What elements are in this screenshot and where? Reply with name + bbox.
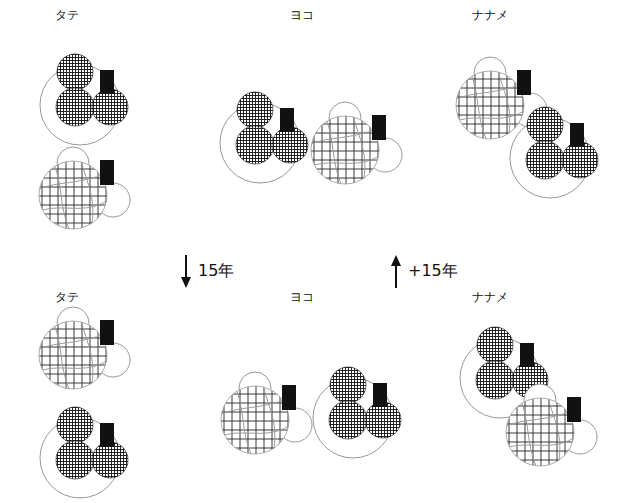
grid-cluster xyxy=(39,307,130,389)
interval-label: +15年 xyxy=(408,263,458,279)
grid-cluster xyxy=(506,384,597,466)
grid-cluster xyxy=(221,372,312,454)
up-arrow xyxy=(391,255,401,288)
dense-cluster xyxy=(510,107,598,198)
dense-cluster xyxy=(40,54,128,145)
dense-cluster xyxy=(220,92,308,183)
grid-cluster xyxy=(39,147,130,229)
orientation-label: タテ xyxy=(55,9,79,21)
orientation-label: ナナメ xyxy=(472,9,508,21)
orientation-label: ヨコ xyxy=(290,9,314,21)
dense-cluster xyxy=(40,407,128,498)
dense-cluster xyxy=(313,367,401,458)
orientation-label: ナナメ xyxy=(472,291,508,303)
interval-label: 15年 xyxy=(198,263,234,279)
down-arrow xyxy=(181,255,191,288)
grid-cluster xyxy=(311,102,402,184)
orientation-label: ヨコ xyxy=(290,291,314,303)
orientation-label: タテ xyxy=(55,291,79,303)
